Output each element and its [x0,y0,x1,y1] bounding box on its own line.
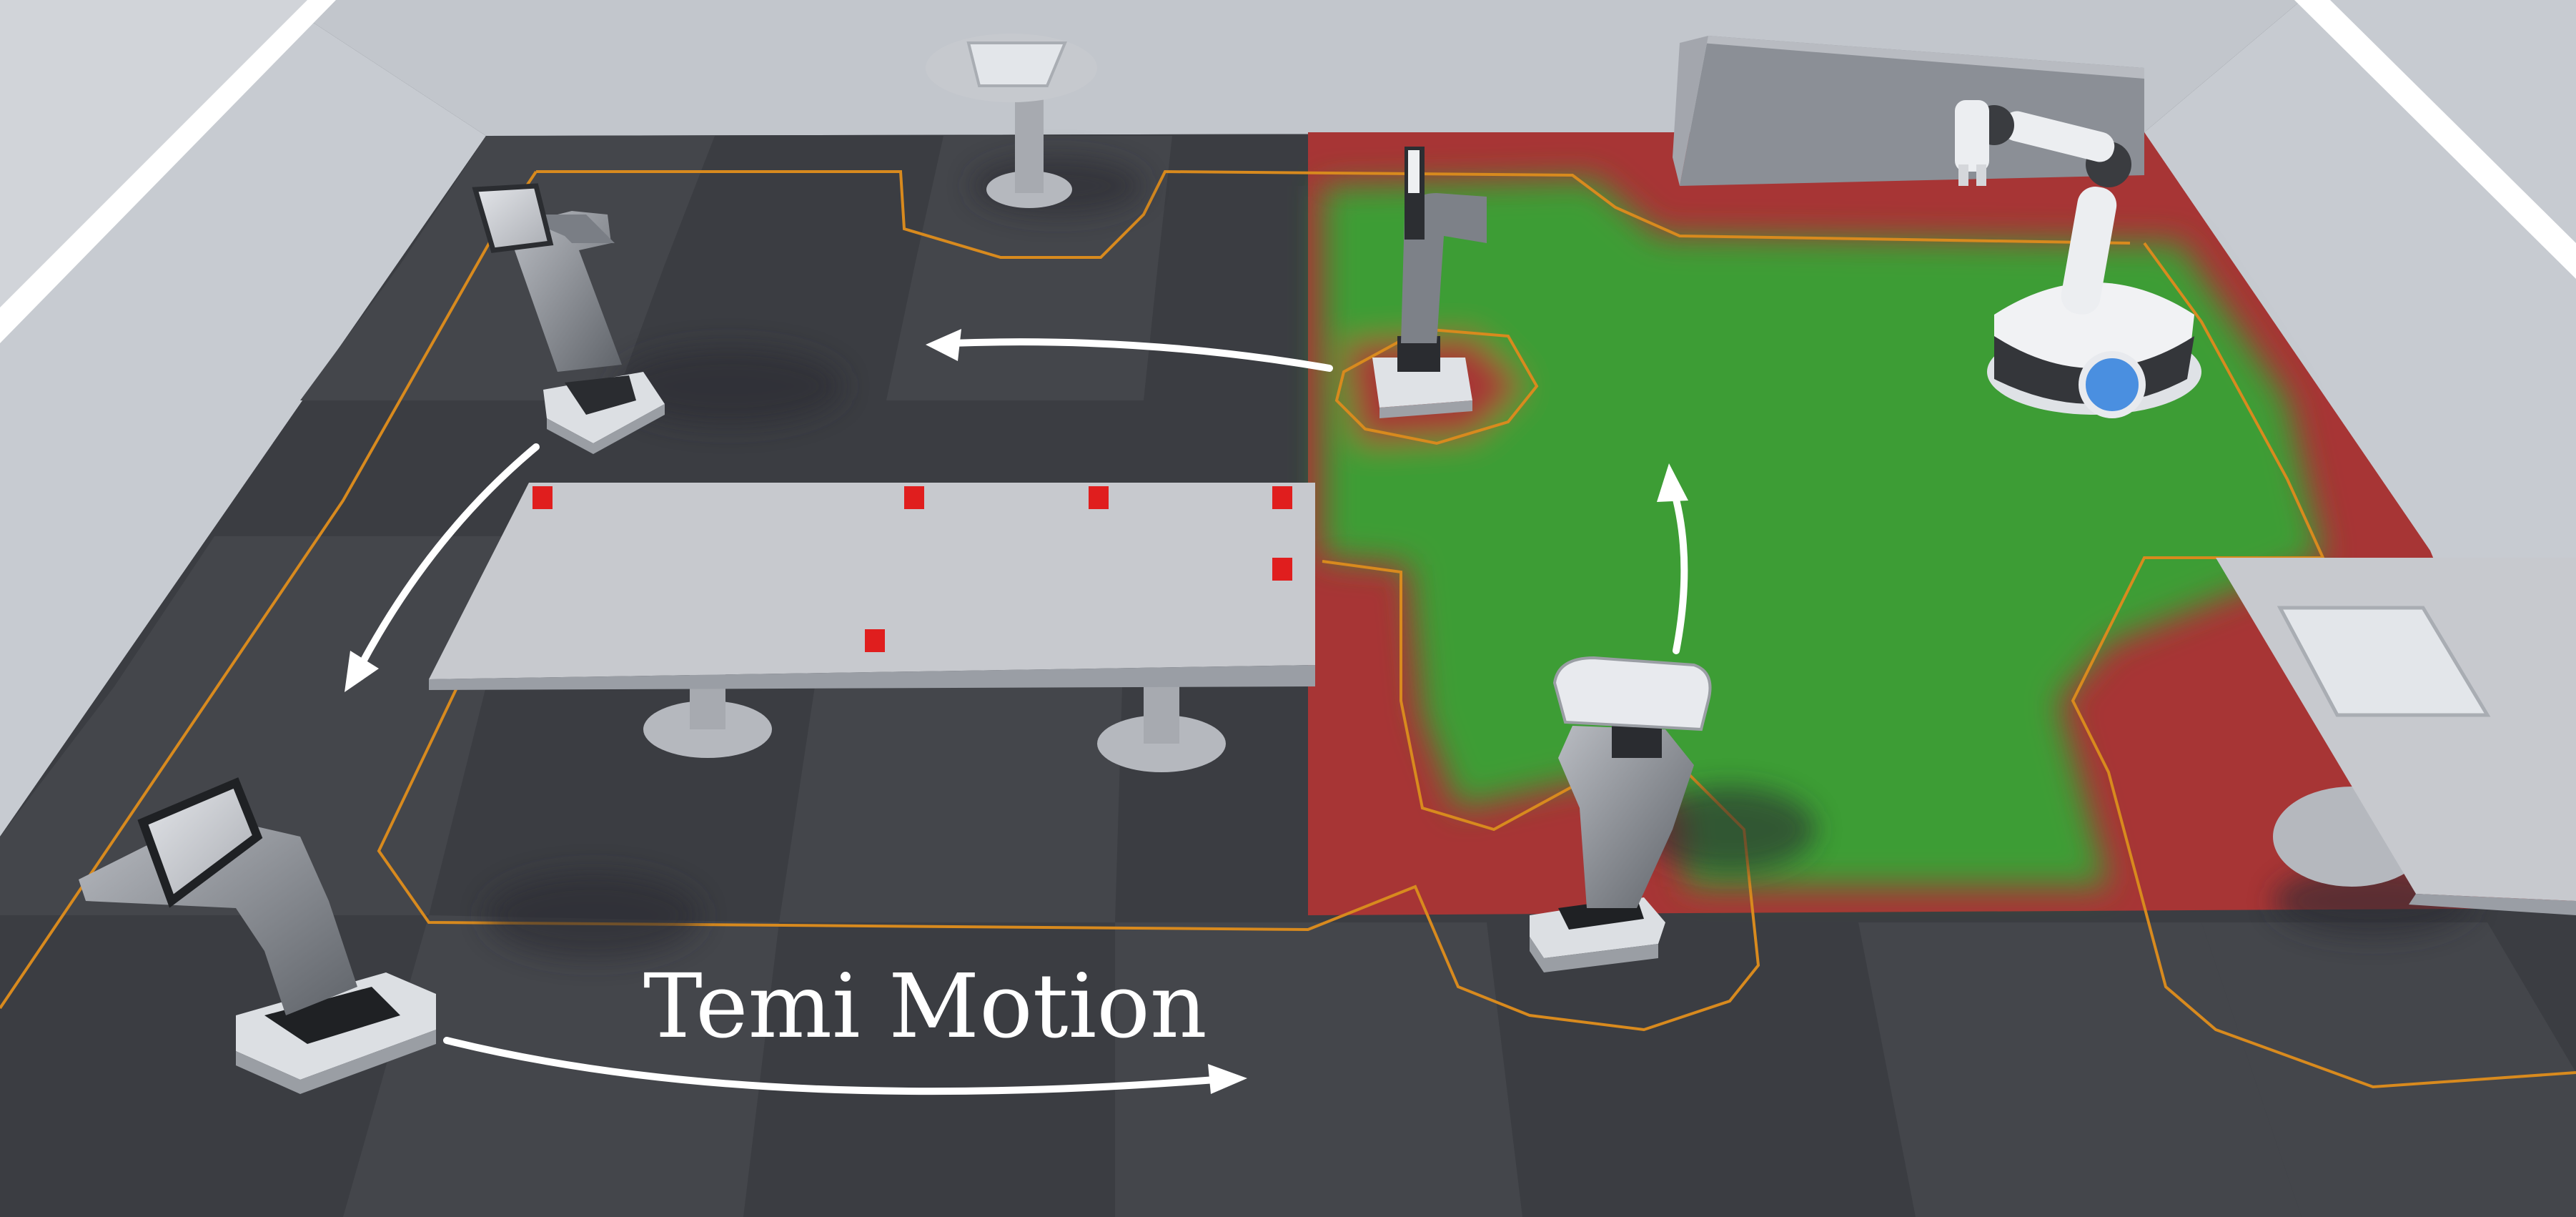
motion-arrows [354,338,1688,1095]
temi-robot-icon [1372,147,1487,418]
floor-tiles [0,136,2576,1217]
path-outlines [0,169,2576,1089]
back-counter [1673,36,2144,186]
side-table-right [2216,558,2576,915]
caption-text: Temi Motion [643,955,1207,1058]
temi-robot-icon [472,183,665,454]
temi-robot-icon [79,777,436,1094]
red-markers [532,486,1292,652]
temi-robot-icon [1530,656,1712,972]
right-wall-edge [2294,0,2576,279]
side-table-back [926,34,1097,208]
center-table [429,483,1315,772]
arrow-heads [345,329,1688,1094]
mobile-manipulator-icon [1955,100,2201,418]
left-wall-edge [0,0,336,343]
